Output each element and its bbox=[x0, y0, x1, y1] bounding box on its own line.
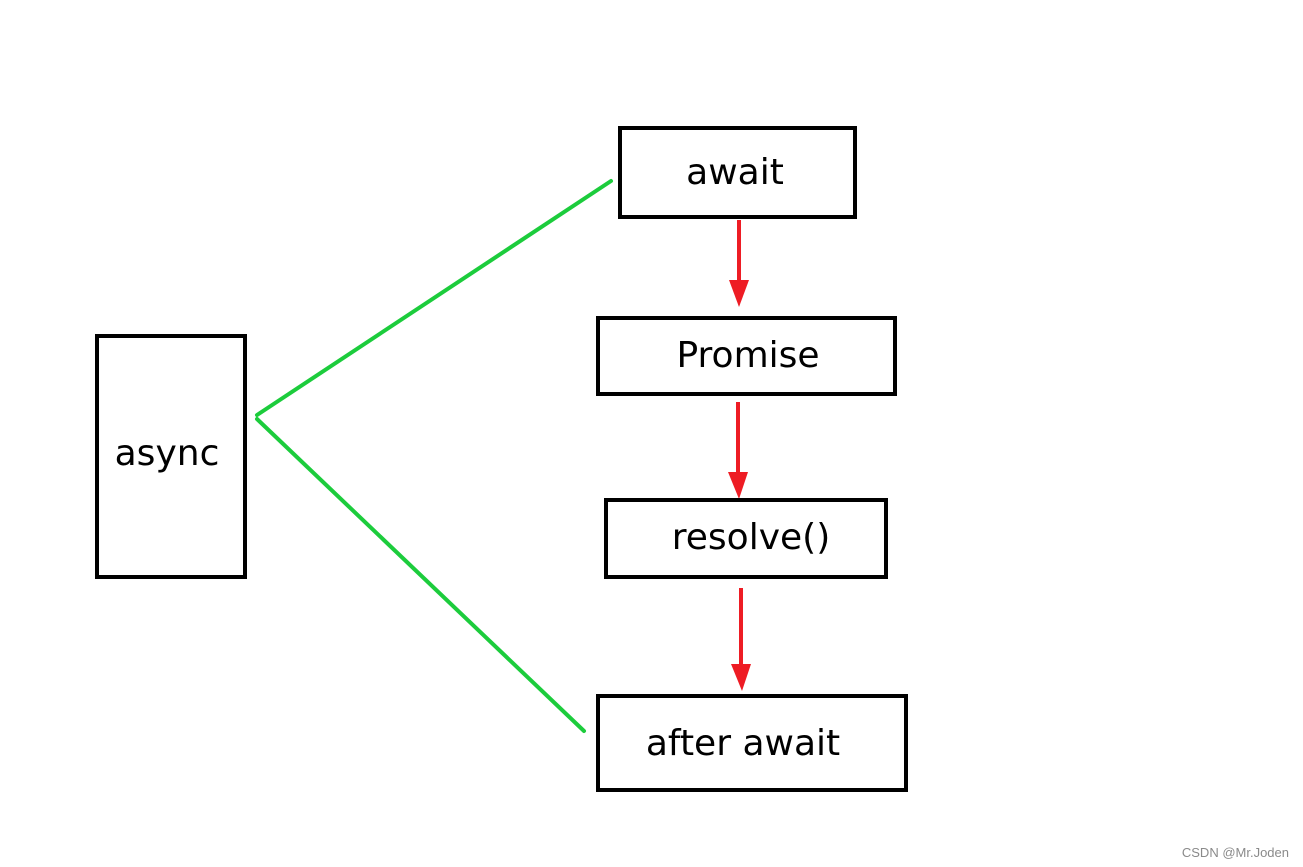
node-resolve-box bbox=[604, 498, 888, 579]
node-promise: Promise bbox=[596, 316, 897, 396]
watermark-text: CSDN @Mr.Joden bbox=[1181, 845, 1289, 860]
connector-async-to-after-await bbox=[255, 417, 586, 733]
node-async: async bbox=[95, 334, 247, 579]
node-await-label: await bbox=[686, 152, 784, 193]
connector-async-to-await bbox=[255, 179, 613, 417]
node-await: await bbox=[618, 126, 857, 219]
arrow-promise-to-resolve bbox=[728, 402, 748, 499]
node-resolve: resolve() bbox=[604, 498, 888, 579]
arrow-resolve-to-after-await bbox=[731, 588, 751, 691]
node-after-await: after await bbox=[596, 694, 908, 792]
node-promise-box bbox=[596, 316, 897, 396]
node-promise-label: Promise bbox=[676, 335, 819, 376]
node-after-await-label: after await bbox=[646, 723, 840, 764]
node-async-label: async bbox=[115, 433, 220, 474]
node-await-box bbox=[618, 126, 857, 219]
arrow-await-to-promise bbox=[729, 220, 749, 307]
node-async-box bbox=[95, 334, 247, 579]
node-resolve-label: resolve() bbox=[672, 517, 830, 558]
node-after-await-box bbox=[596, 694, 908, 792]
